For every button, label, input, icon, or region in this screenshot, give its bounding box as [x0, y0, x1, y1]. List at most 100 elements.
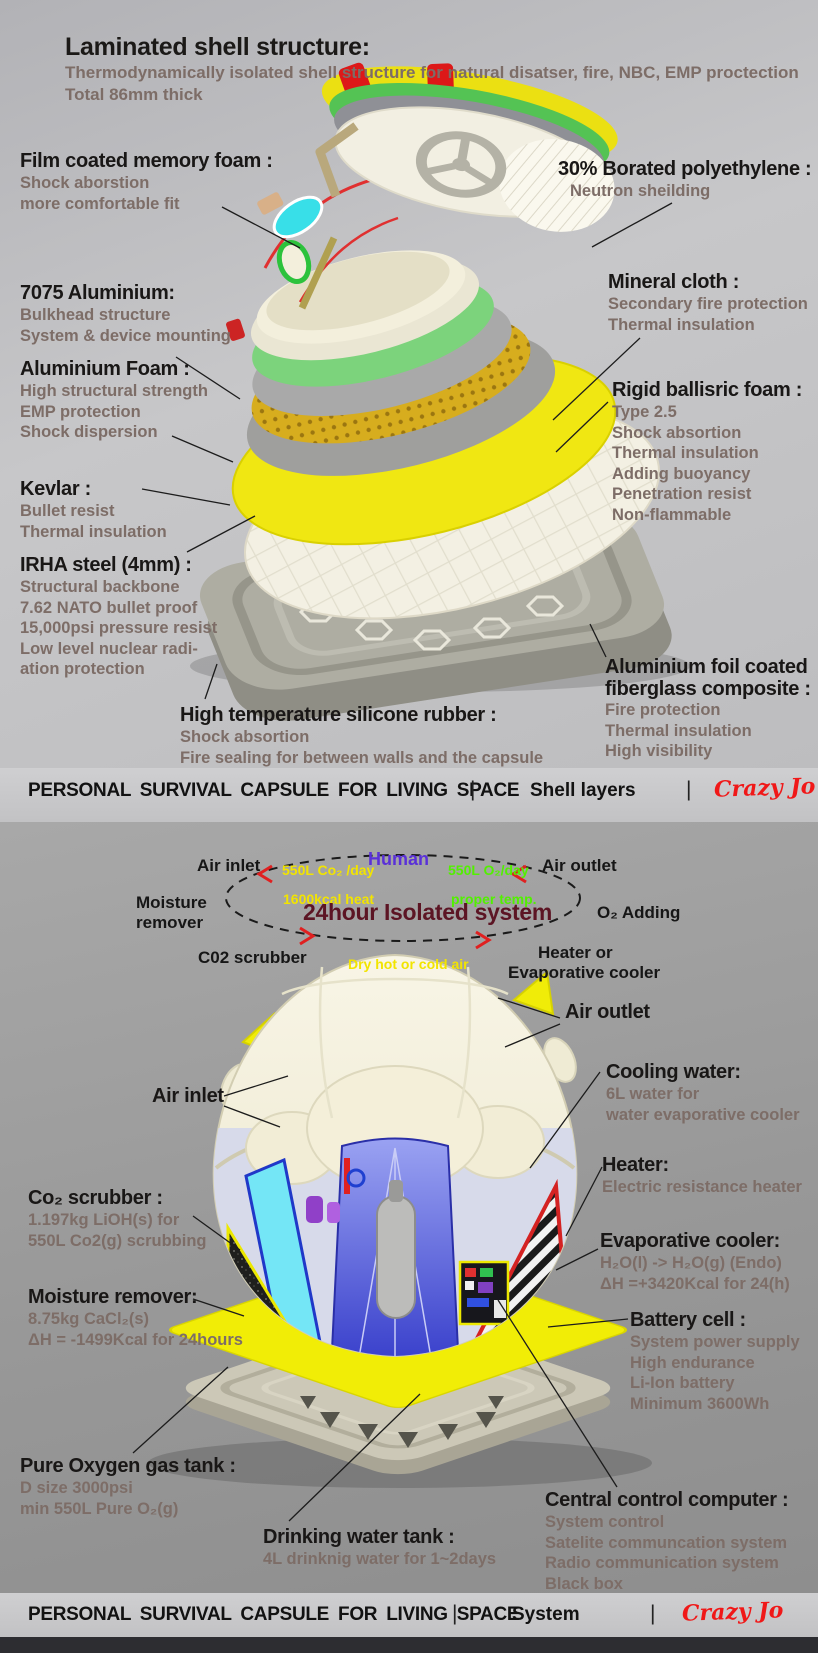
callout-title: Rigid ballisric foam :	[612, 379, 803, 401]
callout-line: 6L water for	[606, 1085, 700, 1103]
diagram-air-inlet-label: Air inlet	[197, 856, 261, 875]
brand-signature: Crazy Jo	[713, 773, 816, 803]
callout-central-computer: Central control computer : System contro…	[545, 1488, 789, 1594]
callout-film-coated-memory-foam: Film coated memory foam : Shock aborstio…	[20, 149, 273, 214]
callout-line: Thermal insulation	[20, 522, 167, 541]
callout-title: Evaporative cooler:	[600, 1230, 780, 1252]
callout-line: System & device mounting	[20, 326, 231, 345]
footer-product-title: PERSONAL SURVIVAL CAPSULE FOR LIVING SPA…	[28, 1604, 520, 1625]
shell-seams	[281, 966, 509, 1119]
callout-line: System power supply	[630, 1333, 800, 1351]
callout-line: ΔH =+3420Kcal for 24(h)	[600, 1274, 790, 1293]
callout-line: Radio communication system	[545, 1554, 779, 1572]
callout-title: Drinking water tank :	[263, 1526, 455, 1548]
callout-evaporative-cooler: Evaporative cooler: H₂O(l) -> H₂O(g) (En…	[600, 1229, 790, 1294]
callout-moisture-remover: Moisture remover: 8.75kg CaCl₂(s) ΔH = -…	[28, 1285, 243, 1350]
lid-hinge	[315, 122, 359, 198]
callout-7075-aluminium: 7075 Aluminium: Bulkhead structure Syste…	[20, 281, 231, 346]
callout-title: High temperature silicone rubber :	[180, 704, 497, 726]
callout-line: Shock aborstion	[20, 174, 150, 192]
callout-line: 8.75kg CaCl₂(s)	[28, 1310, 150, 1328]
callout-line: Black box	[545, 1574, 623, 1593]
diagram-heat-label: 1600kcal heat	[283, 891, 375, 907]
callout-line: Satelite communcation system	[545, 1533, 788, 1552]
leader-lines	[132, 997, 629, 1522]
callout-line: Bullet resist	[20, 502, 115, 520]
callout-aluminium-foam: Aluminium Foam : High structural strengt…	[20, 357, 208, 443]
callout-borated-polyethylene: 30% Borated polyethylene : Neutron sheil…	[558, 157, 812, 202]
callout-mineral-cloth: Mineral cloth : Secondary fire protectio…	[608, 270, 808, 335]
callout-line: High structural strength	[20, 382, 208, 400]
callout-line: more comfortable fit	[20, 194, 180, 213]
callout-title: Moisture remover:	[28, 1286, 198, 1308]
footer-separator: |	[686, 778, 692, 801]
callout-title: Cooling water:	[606, 1061, 741, 1083]
callout-line: Fire protection	[605, 701, 721, 719]
callout-line: Thermal insulation	[605, 721, 752, 740]
callout-line: 550L Co2(g) scrubbing	[28, 1231, 207, 1250]
callout-aluminium-foil-fiberglass: Aluminium foil coated fiberglass composi…	[605, 656, 811, 762]
callout-title-line2: fiberglass composite :	[605, 678, 811, 700]
callout-line: D size 3000psi	[20, 1479, 133, 1497]
callout-cooling-water: Cooling water: 6L water for water evapor…	[606, 1060, 800, 1125]
callout-oxygen-tank: Pure Oxygen gas tank : D size 3000psi mi…	[20, 1454, 236, 1519]
diagram-o2-adding-label: O₂ Adding	[597, 903, 681, 922]
base-vent-pattern	[300, 1396, 504, 1448]
callout-line: Shock absortion	[180, 728, 310, 746]
callout-line: Penetration resist	[612, 485, 752, 503]
isolated-system-loop	[225, 854, 581, 950]
hatch-wheel	[415, 131, 507, 198]
callout-title: Aluminium Foam :	[20, 358, 190, 380]
callout-line: water evaporative cooler	[606, 1105, 800, 1124]
capsule-cutaway-interior	[213, 1065, 577, 1356]
system-cutaway-illustration	[132, 854, 652, 1522]
callout-title: Pure Oxygen gas tank :	[20, 1455, 236, 1477]
callout-battery-cell: Battery cell : System power supply High …	[630, 1308, 800, 1414]
callout-irha-steel: IRHA steel (4mm) : Structural backbone 7…	[20, 553, 217, 680]
callout-line: 4L drinknig water for 1~2days	[263, 1550, 497, 1568]
callout-line: Shock dispersion	[20, 423, 158, 441]
diagram-dry-air-label: Dry hot or cold air	[348, 956, 469, 972]
callout-line: Thermal insulation	[612, 444, 759, 462]
callout-title: Central control computer :	[545, 1489, 789, 1511]
callout-line: Secondary fire protection	[608, 295, 808, 313]
callout-air-outlet: Air outlet	[565, 1000, 650, 1024]
callout-rigid-ballistic-foam: Rigid ballisric foam : Type 2.5 Shock ab…	[612, 378, 802, 525]
callout-co2-scrubber: Co₂ scrubber : 1.197kg LiOH(s) for 550L …	[28, 1186, 206, 1251]
callout-line: Fire sealing for between walls and the c…	[180, 748, 544, 767]
footer-separator: |	[470, 778, 476, 801]
diagram-moisture-remover-label: remover	[136, 913, 204, 932]
diagram-moisture-remover-label: Moisture	[136, 893, 207, 912]
callout-silicone-rubber: High temperature silicone rubber : Shock…	[180, 703, 543, 768]
callout-line: Adding buoyancy	[612, 464, 751, 483]
callout-title: Film coated memory foam :	[20, 150, 273, 172]
flow-arrow-icons	[256, 864, 527, 950]
callout-line: H₂O(l) -> H₂O(g) (Endo)	[600, 1254, 782, 1272]
shell-layer-stack	[231, 250, 661, 620]
callout-line: 7.62 NATO bullet proof	[20, 598, 198, 617]
callout-line: Type 2.5	[612, 403, 677, 421]
callout-line: Li-Ion battery	[630, 1374, 735, 1392]
page-title: Laminated shell structure:	[65, 33, 370, 61]
diagram-co2-scrubber-label: C02 scrubber	[198, 948, 307, 967]
callout-line: High endurance	[630, 1353, 755, 1372]
callout-air-inlet: Air inlet	[152, 1084, 224, 1108]
callout-line: Non-flammable	[612, 505, 732, 524]
callout-title: 30% Borated polyethylene :	[558, 158, 812, 180]
callout-title: IRHA steel (4mm) :	[20, 554, 192, 576]
callout-line: Structural backbone	[20, 578, 180, 596]
battery-computer-unit	[458, 1260, 510, 1326]
diagram-proper-temp-label: proper temp.	[451, 891, 537, 907]
callout-line: System control	[545, 1513, 665, 1531]
footer-system: PERSONAL SURVIVAL CAPSULE FOR LIVING SPA…	[0, 1593, 818, 1637]
diagram-co2-per-day-label: 550L Co₂ /day	[282, 862, 375, 878]
callout-line: EMP protection	[20, 402, 141, 421]
callout-line: 15,000psi pressure resist	[20, 619, 218, 637]
callout-line: High visibility	[605, 742, 713, 760]
callout-line: Electric resistance heater	[602, 1178, 802, 1196]
callout-line: Minimum 3600Wh	[630, 1394, 770, 1413]
callout-line: Neutron sheilding	[570, 182, 711, 200]
page-subtitle-1: Thermodynamically isolated shell structu…	[65, 63, 799, 82]
diagram-human-label: Human	[368, 849, 430, 869]
